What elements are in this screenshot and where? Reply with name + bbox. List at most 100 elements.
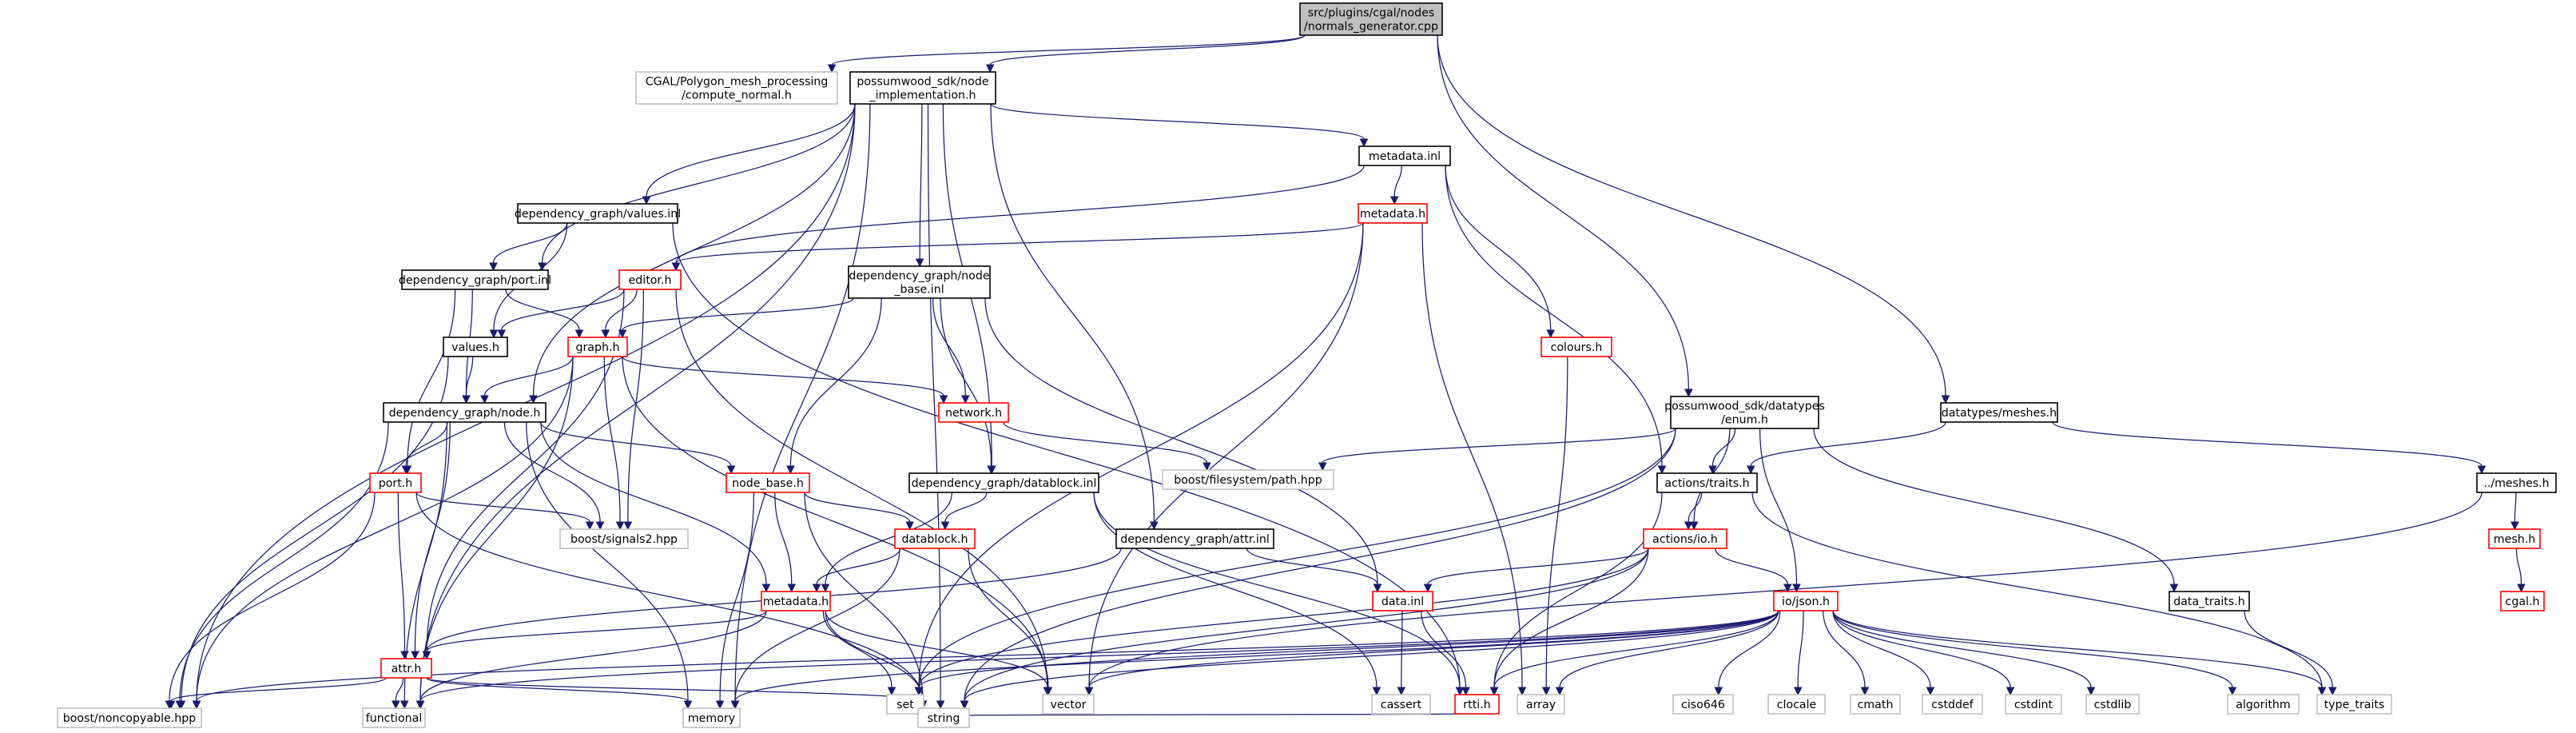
edge-arrowhead <box>166 700 176 710</box>
edge-line <box>734 610 1779 702</box>
node-node-impl[interactable]: possumwood_sdk/node_implementation.h <box>849 71 996 105</box>
node-rtti-h[interactable]: rtti.h <box>1454 694 1500 715</box>
edge-arrowhead <box>192 700 201 710</box>
edge-data_inl-to-rtti_h <box>1421 610 1470 696</box>
node-mesh-h[interactable]: mesh.h <box>2488 528 2541 549</box>
edge-actions_io-to-io_json <box>1715 548 1792 593</box>
node-box <box>2476 472 2557 493</box>
edge-node_base_h-to-datablock_h <box>804 492 914 531</box>
node-box <box>938 402 1009 423</box>
node-colours-h[interactable]: colours.h <box>1540 337 1612 357</box>
node-label: attr.h <box>392 663 422 675</box>
node-graph-h[interactable]: graph.h <box>567 337 628 357</box>
edge-datablock_h-to-vector <box>968 548 1053 696</box>
edge-node_impl-to-node_base_inl <box>915 103 924 268</box>
node-metadata-inl[interactable]: metadata.inl <box>1358 145 1451 166</box>
node-cstdlib: cstdlib <box>2085 694 2140 715</box>
node-values-h[interactable]: values.h <box>443 337 508 357</box>
edge-datablock_inl-to-metadata_h <box>821 492 953 593</box>
node-enum-h[interactable]: possumwood_sdk/datatypes/enum.h <box>1664 396 1825 429</box>
edge-line <box>622 297 854 331</box>
edge-io_json-to-rtti_h <box>1489 610 1779 696</box>
edge-line <box>964 713 1461 716</box>
edge-data_traits-to-type_traits <box>2244 610 2337 696</box>
edge-arrowhead <box>1084 687 1094 696</box>
node-node-base-inl[interactable]: dependency_graph/node_base.inl <box>848 265 991 299</box>
edge-enum_h-to-data_traits <box>1813 428 2179 593</box>
edge-dot_meshes-to-mesh_h <box>2510 492 2519 531</box>
node-box <box>849 71 996 105</box>
edge-attr_inl-to-data_inl <box>1246 548 1382 593</box>
node-cgal-h[interactable]: cgal.h <box>2500 591 2545 611</box>
node-values-inl[interactable]: dependency_graph/values.inl <box>515 203 681 224</box>
edge-line <box>1421 222 1523 688</box>
node-data-inl[interactable]: data.inl <box>1372 591 1433 611</box>
edge-arrowhead <box>960 395 970 404</box>
edge-arrowhead <box>623 521 633 531</box>
edge-line <box>1832 610 1931 688</box>
node-attr-h[interactable]: attr.h <box>380 658 432 679</box>
node-actions-io[interactable]: actions/io.h <box>1643 528 1727 549</box>
node-metadata-h[interactable]: metadata.h <box>761 591 831 611</box>
edge-line <box>1759 428 1798 585</box>
edge-io_json-to-clocale <box>1793 610 1804 696</box>
edge-line <box>196 356 574 702</box>
edge-line <box>675 289 1048 688</box>
edge-arrowhead <box>1689 521 1699 531</box>
node-port-h[interactable]: port.h <box>369 472 422 493</box>
node-network-h[interactable]: network.h <box>938 402 1009 423</box>
node-box <box>362 707 426 728</box>
node-vector: vector <box>1042 694 1095 715</box>
edge-meshes_h-to-actions_traits <box>1747 421 1946 475</box>
node-port-inl[interactable]: dependency_graph/port.inl <box>399 269 551 290</box>
edge-arrowhead <box>2510 521 2519 531</box>
node-data-traits[interactable]: data_traits.h <box>2169 591 2250 611</box>
node-metadata-h-top[interactable]: metadata.h <box>1358 203 1428 224</box>
node-editor-h[interactable]: editor.h <box>618 269 682 290</box>
edge-arrowhead <box>2517 584 2526 593</box>
edge-arrowhead <box>1455 687 1465 696</box>
edge-io_json-to-type_traits <box>1832 610 2327 696</box>
edge-line <box>1421 610 1467 688</box>
edge-line <box>2052 421 2483 467</box>
node-attr-inl[interactable]: dependency_graph/attr.inl <box>1115 528 1274 549</box>
node-label: datatypes/meshes.h <box>1942 407 2057 420</box>
node-datablock-inl[interactable]: dependency_graph/datablock.inl <box>908 472 1099 493</box>
edge-arrowhead <box>1373 584 1382 593</box>
edge-arrowhead <box>905 521 914 531</box>
edge-line <box>990 103 1155 523</box>
node-label: cstddef <box>1931 699 1974 711</box>
node-label: _implementation.h <box>869 90 976 102</box>
edge-attr_h-to-noncopyable <box>166 677 387 710</box>
node-label: io/json.h <box>1782 596 1830 608</box>
node-label: data_traits.h <box>2173 596 2245 608</box>
node-node-h[interactable]: dependency_graph/node.h <box>383 402 547 423</box>
node-label: /enum.h <box>1721 414 1768 427</box>
node-actions-traits[interactable]: actions/traits.h <box>1656 472 1758 493</box>
edge-line <box>2514 492 2517 523</box>
node-cgal-compute[interactable]: CGAL/Polygon_mesh_processing/compute_nor… <box>635 71 838 105</box>
edge-line <box>465 356 474 396</box>
edge-port_inl-to-graph_h <box>505 289 584 339</box>
node-dot-meshes[interactable]: ../meshes.h <box>2476 472 2557 493</box>
node-label: dependency_graph/port.inl <box>399 274 551 287</box>
node-label: functional <box>366 712 423 725</box>
node-label: actions/traits.h <box>1664 477 1749 490</box>
node-focus[interactable]: src/plugins/cgal/nodes/normals_generator… <box>1299 2 1443 36</box>
edge-arrowhead <box>812 584 821 593</box>
node-label: boost/noncopyable.hpp <box>63 712 197 725</box>
edge-line <box>419 103 856 702</box>
node-node-base-h[interactable]: node_base.h <box>725 472 810 493</box>
edge-metadata_inl-to-metadata_h_top <box>1389 165 1402 205</box>
edge-arrowhead <box>671 262 681 272</box>
node-meshes-h[interactable]: datatypes/meshes.h <box>1940 402 2058 423</box>
node-label: boost/filesystem/path.hpp <box>1174 474 1322 487</box>
edge-line <box>415 492 590 523</box>
node-datablock-h[interactable]: datablock.h <box>894 528 976 549</box>
edge-metadata_h-to-vector <box>825 610 1052 696</box>
node-io-json[interactable]: io/json.h <box>1773 591 1839 611</box>
edge-line <box>940 297 992 467</box>
edge-line <box>1688 492 1703 523</box>
edge-line <box>968 548 1049 688</box>
edge-line <box>1711 428 1736 467</box>
